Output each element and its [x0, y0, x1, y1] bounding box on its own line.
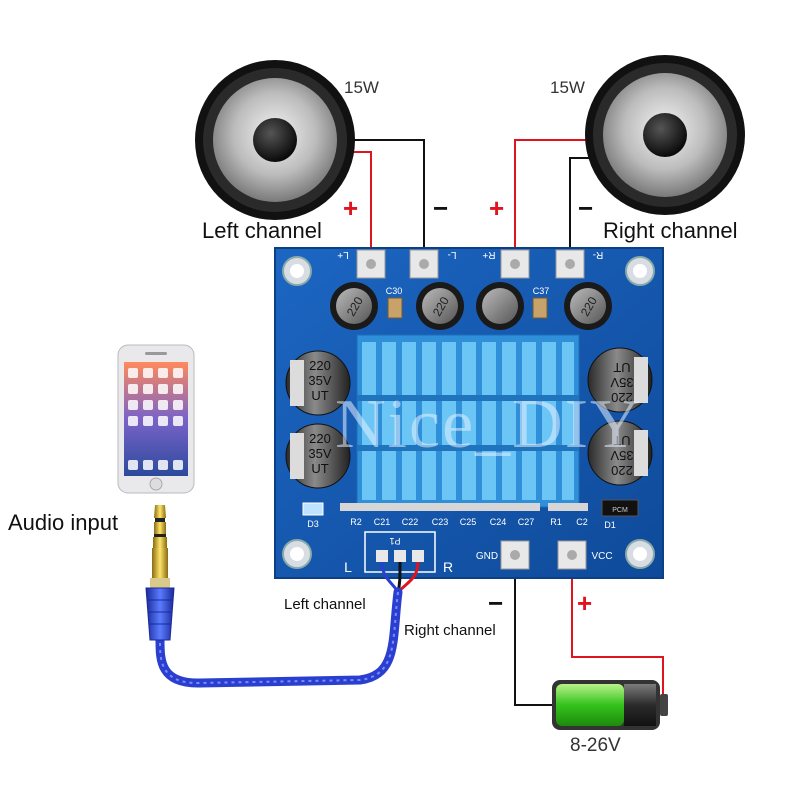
cap-rating: UT [311, 461, 328, 476]
cap-rating: 35V [308, 373, 331, 388]
left-positive-sign: + [343, 193, 359, 223]
power-wires [514, 565, 664, 706]
smd-label: R1 [550, 517, 562, 527]
cap-label-c30: C30 [386, 286, 403, 296]
left-negative-sign: − [433, 193, 449, 223]
inductors: 220 220 220 [330, 282, 612, 330]
cap-rating: 35V [610, 448, 633, 463]
cap-rating: 220 [309, 431, 331, 446]
vcc-positive-sign: + [577, 588, 593, 618]
terminal-r-minus: R- [593, 249, 604, 260]
terminal-vcc: VCC [591, 551, 612, 562]
smd-label: C23 [432, 517, 449, 527]
power-terminals: GND VCC [476, 540, 613, 570]
diode-label: D1 [604, 520, 616, 530]
audio-jack-plug [145, 505, 175, 641]
terminal-gnd: GND [476, 551, 498, 562]
cap-rating: 35V [308, 446, 331, 461]
terminal-r-plus: R+ [482, 249, 495, 260]
amplifier-board: 220 220 220 C30 C37 220 35V UT 220 35V U… [274, 247, 664, 579]
smd-label: R2 [350, 517, 362, 527]
smd-label: C25 [460, 517, 477, 527]
led-label: D3 [307, 519, 319, 529]
cable-braid [159, 591, 399, 685]
left-speaker [195, 60, 355, 220]
input-header: P1 L R [344, 531, 453, 575]
diode-marking: PCM [612, 507, 628, 514]
smd-label: C21 [374, 517, 391, 527]
terminal-l-minus: L- [448, 249, 457, 260]
gnd-negative-sign: − [488, 588, 504, 618]
speaker-terminals: L+ L- R+ R- [337, 249, 604, 279]
header-label: P1 [389, 536, 400, 546]
smd-label: C27 [518, 517, 535, 527]
cap-rating: UT [613, 360, 630, 375]
heatsink [356, 334, 580, 508]
terminal-l-plus: L+ [337, 249, 349, 260]
battery-voltage-label: 8-26V [570, 735, 621, 756]
smd-label: C22 [402, 517, 419, 527]
cap-rating: 220 [309, 358, 331, 373]
right-channel-label: Right channel [603, 218, 738, 243]
right-speaker [585, 55, 745, 215]
left-input-wire-label: Left channel [284, 596, 366, 613]
cap-label-c37: C37 [533, 286, 550, 296]
right-negative-sign: − [578, 193, 594, 223]
cap-rating: 220 [611, 463, 633, 478]
right-speaker-power: 15W [550, 78, 585, 97]
cap-rating: UT [613, 433, 630, 448]
smd-label: C2 [576, 517, 588, 527]
cap-rating: 35V [610, 375, 633, 390]
smd-row: R2 C21 C22 C23 C25 C24 C27 R1 C2 [340, 503, 588, 527]
left-channel-label: Left channel [202, 218, 322, 243]
smartphone [117, 344, 195, 494]
right-positive-sign: + [489, 193, 505, 223]
cap-rating: 220 [611, 390, 633, 405]
right-input-wire-label: Right channel [404, 622, 496, 639]
input-label-l: L [344, 559, 352, 575]
battery [552, 680, 668, 730]
audio-input-label: Audio input [8, 510, 119, 535]
left-speaker-power: 15W [344, 78, 379, 97]
watermark: Nice_DIY [335, 386, 643, 463]
smd-label: C24 [490, 517, 507, 527]
input-label-r: R [443, 559, 453, 575]
mounting-holes [282, 256, 655, 569]
cap-rating: UT [311, 388, 328, 403]
electrolytic-capacitors: 220 35V UT 220 35V UT 220 35V UT 220 35V… [285, 347, 653, 489]
